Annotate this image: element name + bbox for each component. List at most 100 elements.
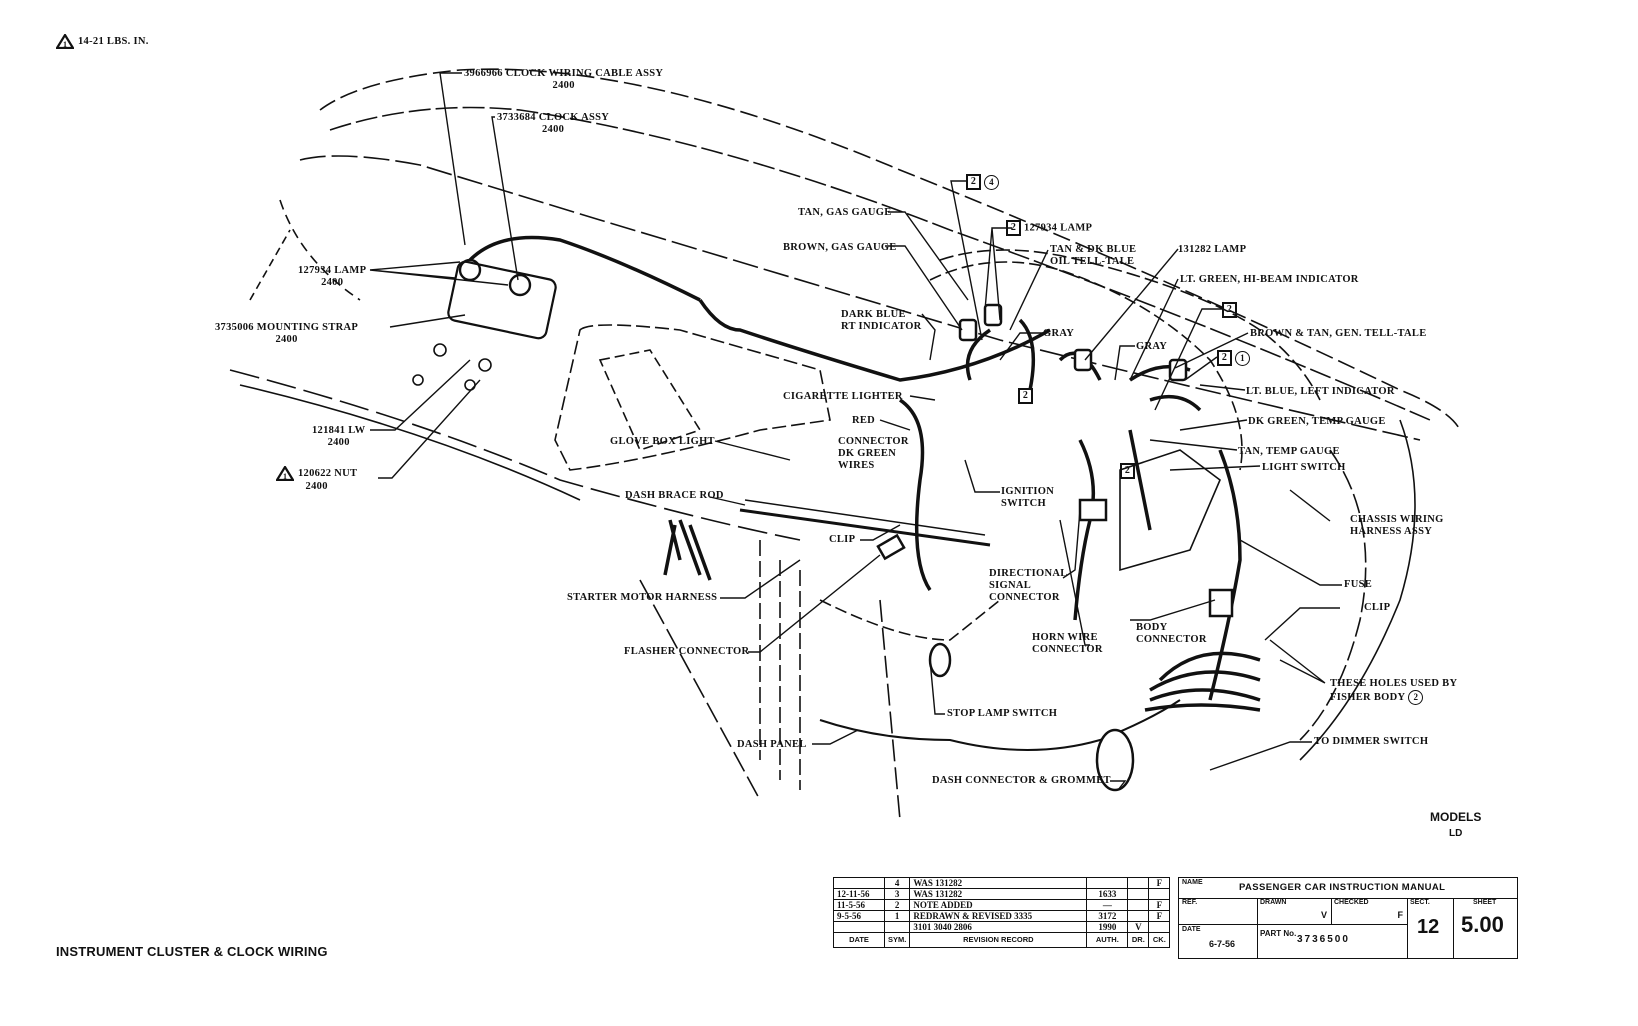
revision-text-cell: WAS 131282 [909, 888, 1088, 900]
sheet-value: 5.00 [1461, 912, 1504, 937]
callout-red: RED [852, 415, 876, 426]
callout-gray-2: GRAY [1136, 341, 1168, 352]
callout-chassis-harness: CHASSIS WIRING HARNESS ASSY [1350, 514, 1444, 538]
sheet-cell: SHEET 5.00 [1453, 898, 1517, 958]
revision-auth-cell: 1990 [1086, 921, 1129, 933]
note-circle: 4 [984, 174, 999, 190]
revision-box: 2 [1006, 220, 1021, 236]
callout-dk-green-temp-gauge: DK GREEN, TEMP GAUGE [1248, 416, 1386, 427]
header-ck: CK. [1148, 932, 1171, 948]
callout-oil-tell-tale-line2: OIL TELL-TALE [1050, 256, 1135, 267]
callout-clock-cable-part: 3966966 CLOCK WIRING CABLE ASSY [464, 68, 664, 79]
instrument-panel-outline [319, 68, 1461, 431]
callout-mounting-strap-group: 2400 [275, 334, 298, 345]
callout-dash-brace-rod: DASH BRACE ROD [625, 490, 724, 501]
callout-clip-1: CLIP [829, 534, 856, 545]
models-heading: MODELS [1430, 810, 1482, 824]
date-cell: DATE 6-7-56 [1179, 925, 1258, 958]
ref-label: REF. [1182, 899, 1198, 906]
callout-gen-tell-tale: BROWN & TAN, GEN. TELL-TALE [1250, 328, 1427, 339]
revision-auth-cell [1086, 877, 1129, 889]
torque-note-text: 14-21 LBS. IN. [78, 35, 149, 47]
revision-text-cell: REDRAWN & REVISED 3335 [909, 910, 1088, 922]
drawn-label: DRAWN [1260, 899, 1287, 906]
checked-value: F [1397, 910, 1404, 920]
revision-dr-cell [1127, 888, 1150, 900]
callout-mounting-strap: 3735006 MOUNTING STRAP 2400 [215, 322, 358, 346]
checked-label: CHECKED [1334, 899, 1369, 906]
callout-oil-tell-tale: TAN & DK BLUE OIL TELL-TALE [1050, 244, 1136, 268]
revision-auth-cell: 3172 [1086, 910, 1129, 922]
dash-panel-edge [819, 699, 1181, 751]
revision-sym-cell: 1 [883, 910, 911, 922]
note-circle: 1 [1235, 350, 1250, 366]
callout-lamp-127934: 2 127934 LAMP [1006, 220, 1092, 236]
page-title: INSTRUMENT CLUSTER & CLOCK WIRING [56, 944, 328, 959]
revision-box: 2 [1217, 350, 1232, 366]
revision-text-cell: WAS 131282 [909, 877, 1088, 889]
part-value: 3736500 [1297, 934, 1350, 945]
callout-lock-washer-part: 121841 LW [312, 425, 366, 436]
revision-record-header: DATE SYM. REVISION RECORD AUTH. DR. CK. [833, 932, 1171, 948]
callout-dash-panel: DASH PANEL [737, 739, 807, 750]
leader-lines [369, 72, 1342, 791]
callout-directional-signal-line1: DIRECTIONAL [989, 568, 1068, 579]
callout-lock-washer: 121841 LW 2400 [312, 425, 365, 449]
date-value: 6-7-56 [1209, 939, 1236, 949]
callout-tan-temp-gauge: TAN, TEMP GAUGE [1238, 446, 1340, 457]
revision-sym-cell: 2 [883, 899, 911, 911]
glove-box-outline [554, 324, 831, 471]
revision-dr-cell: V [1127, 921, 1150, 933]
revision-ck-cell: F [1148, 899, 1171, 911]
title-block: NAME PASSENGER CAR INSTRUCTION MANUAL RE… [1178, 877, 1518, 959]
ref-cell: REF. [1179, 898, 1258, 925]
callout-left-indicator: LT. BLUE, LEFT INDICATOR [1246, 386, 1395, 397]
note-circle: 2 [1408, 690, 1424, 705]
callout-tan-gas-gauge: TAN, GAS GAUGE [798, 207, 892, 218]
sheet-label: SHEET [1473, 899, 1497, 906]
revision-sym-cell: 4 [883, 877, 911, 889]
callout-horn-wire-line2: CONNECTOR [1032, 644, 1103, 655]
callout-chassis-harness-line2: HARNESS ASSY [1350, 526, 1433, 537]
drawn-value: V [1320, 910, 1327, 920]
warning-triangle-icon: 1 [276, 466, 294, 481]
callout-ignition-switch-line2: SWITCH [1001, 498, 1046, 509]
models-value: LD [1449, 828, 1463, 839]
callout-stop-lamp-switch: STOP LAMP SWITCH [947, 708, 1058, 719]
clock-wire [468, 235, 701, 302]
revision-auth-cell: — [1086, 899, 1129, 911]
callout-box-2-right: 2 [1222, 302, 1237, 318]
callout-lamp-127934-text: 127934 LAMP [1023, 222, 1093, 234]
callout-directional-signal-line3: CONNECTOR [989, 592, 1060, 603]
revision-box: 2 [1120, 463, 1135, 479]
callout-box-2-lower: 2 [1120, 463, 1135, 479]
revision-date-cell: 11-5-56 [833, 899, 885, 911]
header-sym: SYM. [883, 932, 911, 948]
callout-clock-assy-part: 3733684 CLOCK ASSY [497, 112, 610, 123]
dash-brace-rod [739, 508, 991, 547]
callout-mounting-strap-part: 3735006 MOUNTING STRAP [215, 322, 359, 333]
callout-chassis-harness-line1: CHASSIS WIRING [1350, 514, 1444, 525]
revision-box: 2 [966, 174, 981, 190]
callout-dk-green-connector: CONNECTOR DK GREEN WIRES [838, 436, 909, 472]
revision-dr-cell [1127, 877, 1150, 889]
part-cell: PART No. 3736500 [1257, 925, 1408, 958]
revision-text-cell: 3101 3040 2806 [909, 921, 1088, 933]
revision-date-cell [833, 921, 885, 933]
callout-body-connector-line1: BODY [1136, 622, 1168, 633]
callout-starter-motor-harness: STARTER MOTOR HARNESS [567, 592, 718, 603]
date-label: DATE [1182, 926, 1201, 933]
callout-rt-indicator-line2: RT INDICATOR [841, 321, 922, 332]
callout-clip-2: CLIP [1364, 602, 1391, 613]
callout-rt-indicator: DARK BLUE RT INDICATOR [841, 309, 922, 333]
callout-brown-gas-gauge: BROWN, GAS GAUGE [783, 242, 897, 253]
name-label: NAME [1182, 879, 1203, 886]
callout-body-connector-line2: CONNECTOR [1136, 634, 1207, 645]
